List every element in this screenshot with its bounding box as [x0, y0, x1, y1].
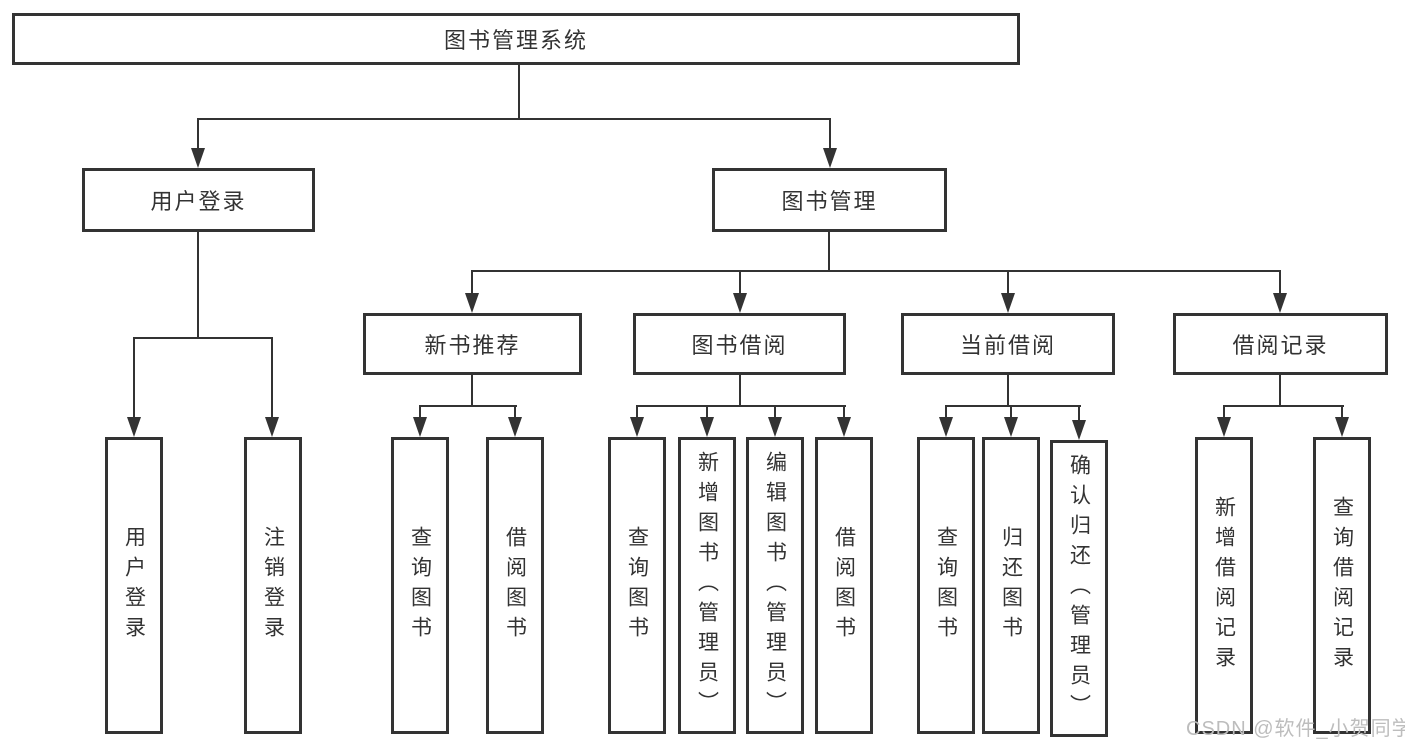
leaf-add-borrow-record: 新增借阅记录 [1195, 437, 1253, 734]
node-user-login: 用户登录 [82, 168, 315, 232]
connector-line [518, 64, 520, 118]
connector-line [471, 270, 473, 296]
connector-line [197, 118, 199, 152]
leaf-query-borrow-record-label: 查询借阅记录 [1330, 495, 1354, 676]
leaf-query-book-current-label: 查询图书 [934, 525, 958, 646]
connector-line [419, 405, 421, 419]
leaf-borrow-book-recommend: 借阅图书 [486, 437, 544, 734]
connector-line [471, 375, 473, 405]
node-borrow-records: 借阅记录 [1173, 313, 1388, 375]
csdn-watermark: CSDN @软件_小贺同学 [1186, 718, 1405, 740]
arrow-down-icon [1273, 293, 1287, 313]
arrow-down-icon [1217, 417, 1231, 437]
leaf-logout-label: 注销登录 [261, 525, 285, 646]
node-current-borrow-label: 当前借阅 [959, 333, 1056, 358]
connector-line [133, 337, 273, 339]
connector-line [1010, 405, 1012, 419]
node-book-management: 图书管理 [712, 168, 947, 232]
leaf-user-login: 用户登录 [105, 437, 163, 734]
arrow-down-icon [700, 417, 714, 437]
connector-line [636, 405, 846, 407]
node-root-label: 图书管理系统 [443, 28, 588, 53]
leaf-query-book-borrow: 查询图书 [608, 437, 666, 734]
connector-line [1078, 405, 1080, 422]
arrow-down-icon [508, 417, 522, 437]
connector-line [706, 405, 708, 419]
connector-line [829, 118, 831, 152]
arrow-down-icon [127, 417, 141, 437]
connector-line [945, 405, 1081, 407]
connector-line [1223, 405, 1344, 407]
arrow-down-icon [837, 417, 851, 437]
connector-line [1223, 405, 1225, 419]
arrow-down-icon [1001, 293, 1015, 313]
leaf-borrow-book-label: 借阅图书 [832, 525, 856, 646]
leaf-confirm-return-admin: 确认归还（管理员） [1050, 440, 1108, 737]
node-book-borrow: 图书借阅 [633, 313, 846, 375]
leaf-query-book-borrow-label: 查询图书 [625, 525, 649, 646]
node-borrow-records-label: 借阅记录 [1232, 333, 1329, 358]
arrow-down-icon [733, 293, 747, 313]
arrow-down-icon [939, 417, 953, 437]
leaf-borrow-book-recommend-label: 借阅图书 [503, 525, 527, 646]
node-book-borrow-label: 图书借阅 [691, 333, 788, 358]
connector-line [419, 405, 517, 407]
connector-line [1341, 405, 1343, 419]
leaf-query-book-recommend-label: 查询图书 [408, 525, 432, 646]
connector-line [514, 405, 516, 419]
arrow-down-icon [465, 293, 479, 313]
connector-line [828, 232, 830, 270]
connector-line [1279, 375, 1281, 405]
connector-line [471, 270, 1281, 272]
leaf-confirm-return-admin-label: 确认归还（管理员） [1067, 453, 1091, 724]
node-new-book-recommend: 新书推荐 [363, 313, 582, 375]
node-book-management-label: 图书管理 [781, 189, 878, 214]
leaf-edit-book-admin: 编辑图书（管理员） [746, 437, 804, 734]
arrow-down-icon [413, 417, 427, 437]
leaf-query-book-current: 查询图书 [917, 437, 975, 734]
connector-line [945, 405, 947, 419]
leaf-query-book-recommend: 查询图书 [391, 437, 449, 734]
connector-line [197, 118, 831, 120]
connector-line [843, 405, 845, 419]
leaf-add-book-admin: 新增图书（管理员） [678, 437, 736, 734]
connector-line [1007, 375, 1009, 405]
leaf-borrow-book: 借阅图书 [815, 437, 873, 734]
arrow-down-icon [1004, 417, 1018, 437]
leaf-edit-book-admin-label: 编辑图书（管理员） [763, 450, 787, 721]
leaf-user-login-label: 用户登录 [122, 525, 146, 646]
arrow-down-icon [1335, 417, 1349, 437]
arrow-down-icon [823, 148, 837, 168]
connector-line [197, 232, 199, 337]
arrow-down-icon [768, 417, 782, 437]
arrow-down-icon [265, 417, 279, 437]
connector-line [271, 337, 273, 421]
connector-line [636, 405, 638, 419]
node-user-login-label: 用户登录 [150, 189, 247, 214]
arrow-down-icon [630, 417, 644, 437]
connector-line [774, 405, 776, 419]
leaf-return-book: 归还图书 [982, 437, 1040, 734]
leaf-query-borrow-record: 查询借阅记录 [1313, 437, 1371, 734]
connector-line [739, 375, 741, 405]
connector-line [133, 337, 135, 421]
leaf-add-book-admin-label: 新增图书（管理员） [695, 450, 719, 721]
leaf-logout: 注销登录 [244, 437, 302, 734]
leaf-return-book-label: 归还图书 [999, 525, 1023, 646]
connector-line [1007, 270, 1009, 296]
node-current-borrow: 当前借阅 [901, 313, 1115, 375]
leaf-add-borrow-record-label: 新增借阅记录 [1212, 495, 1236, 676]
node-root: 图书管理系统 [12, 13, 1020, 65]
connector-line [1279, 270, 1281, 296]
node-new-book-recommend-label: 新书推荐 [424, 333, 521, 358]
arrow-down-icon [191, 148, 205, 168]
arrow-down-icon [1072, 420, 1086, 440]
connector-line [739, 270, 741, 296]
